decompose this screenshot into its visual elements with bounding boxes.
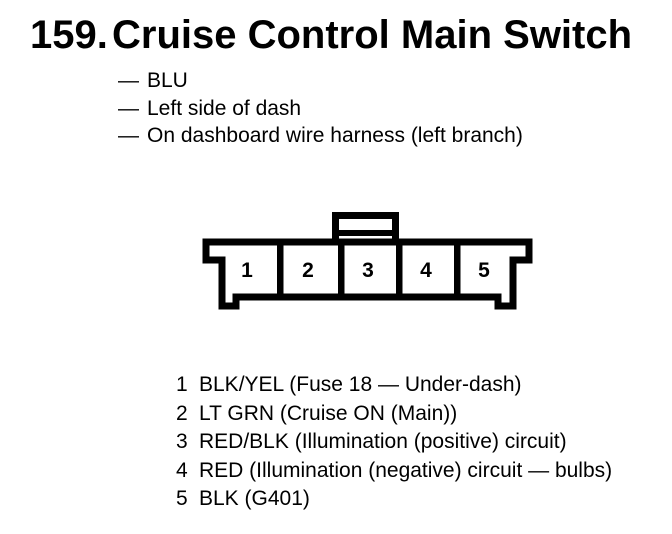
pin-number: 2 [302,259,314,282]
dash-bullet: — [118,124,139,147]
legend-pin-number: 5 [176,487,188,510]
pin-number: 4 [420,259,432,282]
detail-item: — On dashboard wire harness (left branch… [118,122,523,150]
detail-item: — Left side of dash [118,95,523,123]
legend-row: 5 BLK (G401) [176,485,612,514]
dash-bullet: — [118,69,139,92]
connector-housing-outline [202,238,533,310]
page-heading: 159. Cruise Control Main Switch [30,15,632,55]
detail-text: On dashboard wire harness (left branch) [147,124,523,147]
legend-row: 3 RED/BLK (Illumination (positive) circu… [176,428,612,457]
legend-pin-description: BLK/YEL (Fuse 18 — Under-dash) [199,373,522,396]
legend-pin-description: RED/BLK (Illumination (positive) circuit… [199,430,567,453]
legend-pin-number: 2 [176,401,188,425]
connector-latch-tab [332,212,399,242]
pin-legend: 1 BLK/YEL (Fuse 18 — Under-dash) 2 LT GR… [176,371,612,514]
detail-text: BLU [147,69,188,92]
legend-row: 4 RED (Illumination (negative) circuit —… [176,457,612,486]
dash-bullet: — [118,96,139,120]
pin-number: 1 [241,259,253,282]
connector-diagram: 1 2 3 4 5 [202,212,533,310]
pin-number: 3 [362,259,374,282]
page-title: Cruise Control Main Switch [112,13,633,57]
legend-row: 2 LT GRN (Cruise ON (Main)) [176,400,612,429]
detail-text: Left side of dash [147,96,302,120]
legend-row: 1 BLK/YEL (Fuse 18 — Under-dash) [176,371,612,400]
legend-pin-description: RED (Illumination (negative) circuit — b… [199,458,613,482]
item-number: 159. [30,13,108,57]
legend-pin-number: 3 [176,430,188,453]
detail-item: — BLU [118,67,523,95]
legend-pin-description: BLK (G401) [199,487,310,510]
legend-pin-description: LT GRN (Cruise ON (Main)) [199,401,458,425]
details-list: — BLU — Left side of dash — On dashboard… [118,67,523,150]
legend-pin-number: 4 [176,458,188,482]
pin-number: 5 [478,259,490,282]
legend-pin-number: 1 [176,373,188,396]
